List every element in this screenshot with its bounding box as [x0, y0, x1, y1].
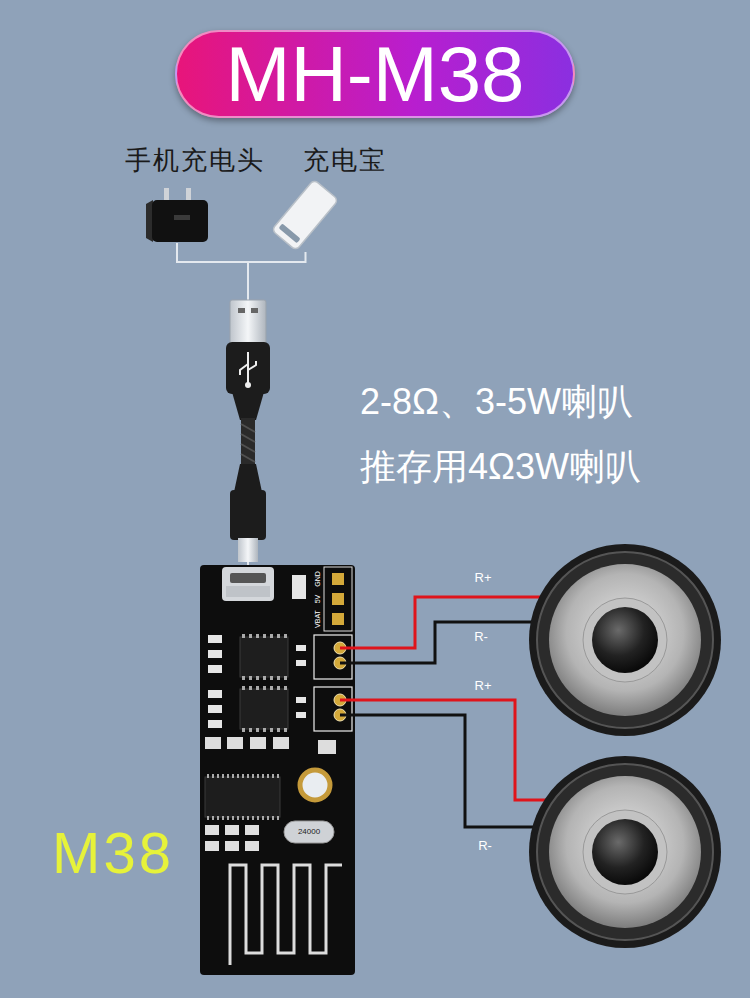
amp-chip [240, 637, 288, 677]
smd-part [296, 712, 306, 718]
black-wire [340, 622, 550, 663]
crystal [284, 821, 334, 843]
power-bank-icon [272, 179, 339, 250]
port-shell [226, 586, 270, 597]
terminal-outline [314, 687, 352, 731]
smd-part [208, 690, 222, 698]
speaker [529, 544, 721, 736]
usb-a-plug [230, 300, 266, 344]
charger-icon [146, 188, 208, 242]
smd-part [227, 737, 243, 749]
plug-hole [238, 308, 245, 313]
speaker-frame [529, 756, 721, 948]
port-slot [230, 573, 266, 583]
pin-pad [332, 593, 344, 605]
chip-legs [242, 728, 288, 732]
pin-pad [332, 613, 344, 625]
speaker-cone [549, 564, 701, 716]
wire-label: R- [474, 630, 488, 644]
chip-legs [242, 634, 288, 638]
power-bank-end [278, 223, 300, 243]
smd-part [205, 841, 219, 851]
smd-part [250, 737, 266, 749]
speaker-cone [549, 776, 701, 928]
strain-relief [232, 392, 264, 420]
header-outline [324, 567, 352, 631]
speaker-ring [583, 810, 667, 894]
power-bank-node: 充电宝 [268, 178, 343, 252]
strain-relief [234, 464, 262, 492]
smd-part [273, 737, 289, 749]
title-text: MH-M38 [225, 30, 524, 118]
speaker-dome [592, 819, 658, 885]
device-label: 充电宝 [303, 146, 387, 176]
plug-body [226, 342, 270, 394]
chip-legs [242, 686, 288, 690]
smd-part [208, 665, 222, 673]
pin-name: VBAT [314, 610, 322, 628]
device-label: 手机充电头 [125, 146, 265, 176]
crystal-marking: 24000 [298, 828, 320, 837]
wire-label: R+ [475, 571, 492, 585]
amp-chip [240, 689, 288, 729]
smd-part [208, 650, 222, 658]
smd-part [208, 705, 222, 713]
smd-part [296, 645, 306, 651]
usb-logo [240, 352, 256, 384]
charger-side [146, 200, 153, 242]
micro-plug-tip [238, 538, 258, 562]
plug-hole [251, 308, 258, 313]
usb-logo [245, 382, 251, 388]
pin-name: 5V [314, 595, 322, 604]
smd-part [225, 825, 239, 835]
pcb [200, 565, 355, 975]
board-name: M38 [52, 820, 174, 887]
smd-part [205, 737, 221, 749]
speaker-surround [537, 764, 713, 940]
micro-usb-port [222, 567, 274, 601]
title-pill: MH-M38 [175, 30, 575, 118]
speaker-frame [529, 544, 721, 736]
power-bank-body [272, 179, 339, 250]
smd-part [208, 635, 222, 643]
spec-text: 2-8Ω、3-5W喇叭 [360, 382, 633, 422]
wire-label: R- [478, 839, 492, 853]
speaker-surround [537, 552, 713, 728]
chip-legs [242, 676, 288, 680]
braid-pattern [241, 424, 255, 462]
speaker-dome [592, 607, 658, 673]
micro-plug-body [230, 490, 266, 540]
mounting-hole [300, 770, 330, 800]
board-node: M38 [200, 565, 355, 975]
pin-pad [332, 573, 344, 585]
chip-legs [207, 816, 280, 820]
pin-name: GND [314, 571, 322, 587]
bt-chip [205, 777, 280, 817]
antenna-trace [230, 865, 342, 965]
charger-port [174, 215, 190, 220]
smd-part [208, 720, 222, 728]
smd-part [318, 740, 336, 754]
black-wire [340, 715, 550, 827]
charger-prong [164, 188, 169, 202]
smd-part [225, 841, 239, 851]
braided-cable [241, 418, 255, 466]
speaker [529, 756, 721, 948]
smd-part [205, 825, 219, 835]
charger-body [152, 200, 208, 242]
charger-prong [186, 188, 191, 202]
smd-part [245, 841, 259, 851]
wire-label: R+ [475, 679, 492, 693]
speaker-ring [583, 598, 667, 682]
terminal-outline [314, 635, 352, 679]
smd-part [245, 825, 259, 835]
pcb-board [200, 565, 355, 975]
smd-part [296, 660, 306, 666]
chip-legs [207, 774, 280, 778]
spec-text: 推存用4Ω3W喇叭 [360, 447, 641, 487]
charger-node: 手机充电头 [142, 190, 212, 243]
smd-part [296, 697, 306, 703]
smd-part [292, 575, 306, 599]
usb-cable [226, 300, 270, 562]
